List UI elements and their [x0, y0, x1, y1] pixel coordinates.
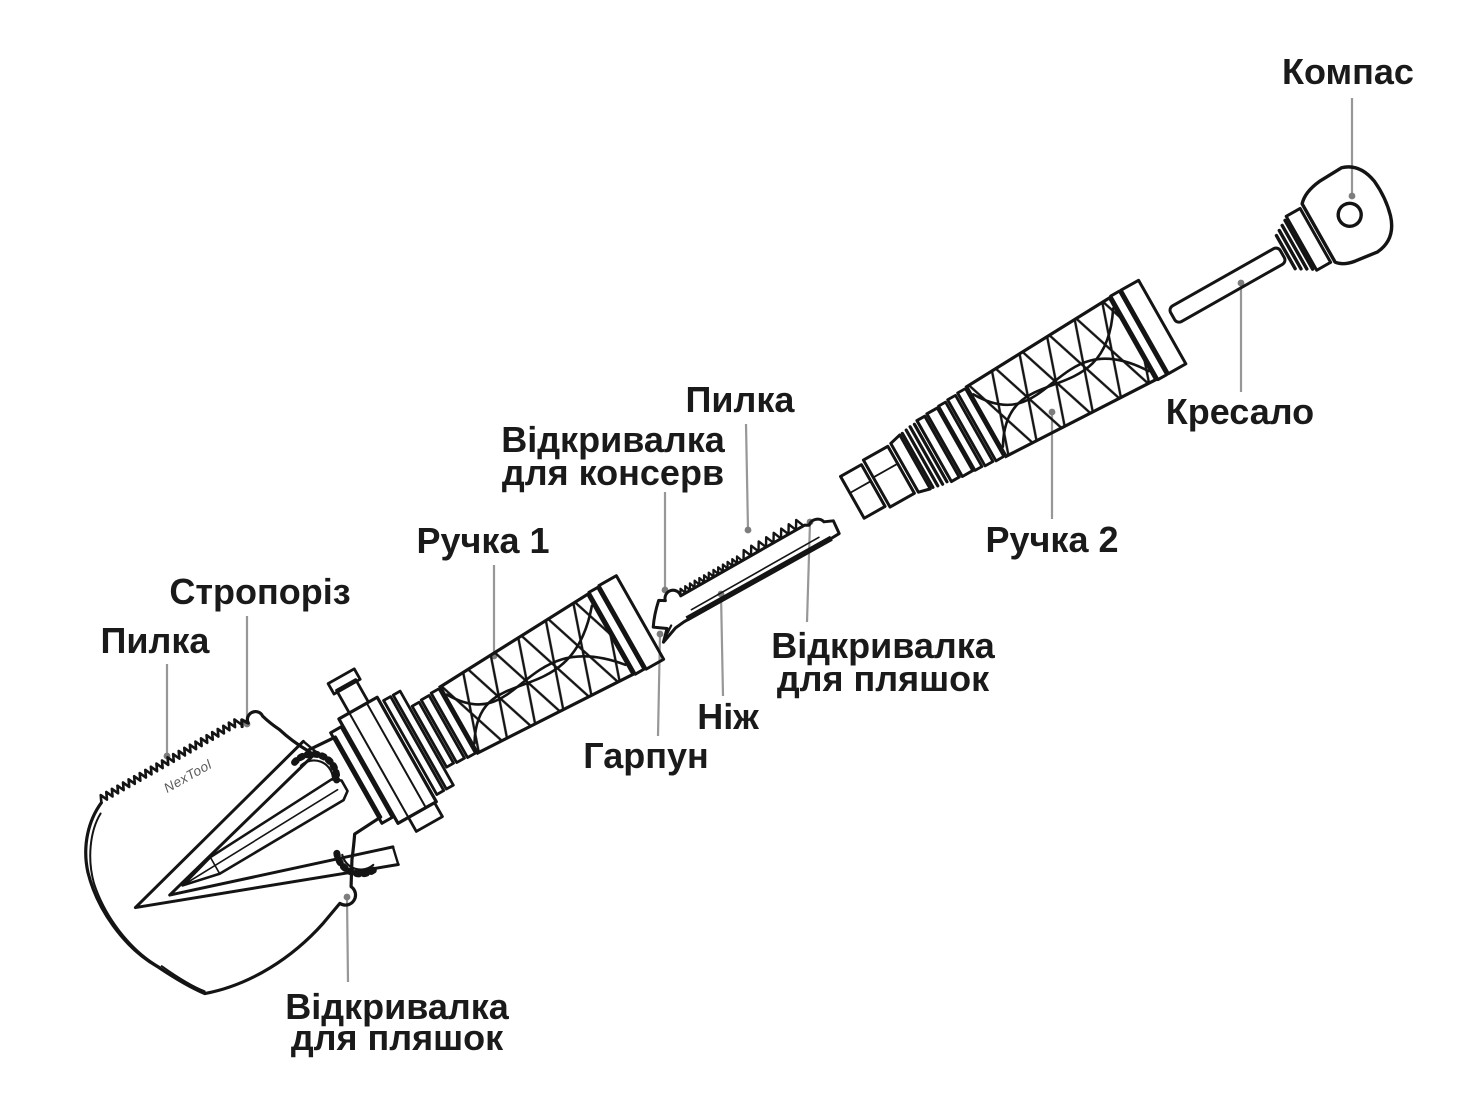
label-handle1: Ручка 1: [417, 520, 550, 561]
handle1-end-ring-2: [597, 574, 666, 671]
handle2-ring-3: [956, 387, 1006, 463]
folding-lock-mechanism: [326, 667, 455, 833]
compass-hole: [1336, 201, 1363, 229]
knife-saw-coarse-teeth: [742, 518, 805, 562]
label-bottle-opener-middle-line1: Відкривалка: [771, 625, 996, 666]
label-knife: Ніж: [697, 696, 759, 737]
label-strap-cutter: Стропоріз: [169, 571, 350, 612]
threaded-coupling: [889, 406, 975, 494]
handle-2: [937, 278, 1188, 472]
leader-saw-middle: [744, 423, 752, 534]
blade-rim-line-2: [160, 965, 206, 993]
arrow-cutout-inner: [168, 750, 395, 897]
handle1-ring-1: [410, 700, 455, 769]
knife-saw-fine-teeth: [679, 555, 743, 597]
knife-outline: [651, 517, 841, 644]
leader-compass: [1348, 98, 1356, 200]
cap-head: [1300, 165, 1394, 266]
label-can-opener-line1: Відкривалка: [501, 419, 726, 460]
hex-adapter-block-2: [861, 444, 916, 509]
lock-bolt: [335, 678, 370, 715]
ferro-rod: [1168, 246, 1287, 324]
label-harpoon: Гарпун: [583, 735, 708, 776]
label-saw-left: Пилка: [101, 620, 211, 661]
hex-adapter-block-1: [839, 463, 887, 520]
handle2-cord-curve-1: [1001, 307, 1115, 448]
label-fire-striker: Кресало: [1166, 391, 1314, 432]
knife-bevel-line: [690, 536, 820, 611]
arrow-cutout-outer: [133, 739, 400, 910]
coupling-ring-2: [925, 406, 975, 478]
tool-drawing: NexTool: [84, 165, 1394, 996]
hex-adapter-line-2: [872, 462, 899, 479]
hex-adapter-line-1: [848, 480, 872, 494]
shovel-head: NexTool: [84, 710, 400, 996]
cap-collar-rings: [1274, 218, 1315, 271]
lock-block: [337, 695, 438, 825]
label-bottle-opener-middle-line2: для пляшок: [777, 658, 990, 699]
arrow-barb-ties: [302, 740, 400, 866]
cap-collar-block: [1284, 206, 1333, 272]
coupling-ring-1: [915, 414, 961, 484]
arrow-cutout: [133, 739, 400, 910]
grip-cutout-upper: [291, 750, 341, 784]
lock-plate: [329, 725, 394, 825]
handle1-cord-curve-1: [473, 604, 594, 745]
handle2-cord-curve-2: [972, 357, 1150, 407]
handle1-end-ring-1: [587, 585, 646, 676]
handle1-ring-3: [429, 687, 477, 759]
label-saw-middle: Пилка: [686, 379, 796, 420]
compass-cap: [1274, 165, 1394, 272]
grip-cutout-lower: [333, 849, 381, 878]
leader-handle1: [490, 565, 498, 660]
coupling-threads: [900, 422, 949, 489]
labels: Компас Кресало Ручка 2 Пилка Відкривалка…: [101, 51, 1414, 1058]
blade-rim-line: [89, 812, 161, 969]
handle2-end-ring-2: [1119, 278, 1188, 376]
lock-tab: [407, 801, 444, 833]
leader-lines: [163, 98, 1356, 983]
leader-fire-striker: [1237, 279, 1245, 392]
lock-block-lines: [348, 702, 427, 819]
harpoon-barb-line: [663, 624, 673, 640]
knife-assembly: [651, 517, 841, 644]
handle1-cord-curve-2: [445, 655, 627, 706]
handle2-end-ring-1: [1109, 289, 1169, 382]
center-spike: [181, 777, 349, 887]
shovel-blade-outline: [84, 710, 383, 996]
knife-cutting-edge: [685, 535, 833, 622]
label-can-opener-line2: для консерв: [502, 452, 724, 493]
center-spike-facets: [181, 788, 339, 887]
handle2-ring-1: [937, 400, 984, 472]
leader-bottle-opener-middle: [805, 518, 814, 623]
label-bottle-opener-bottom-line1: Відкривалка: [285, 986, 510, 1027]
leader-strap-cutter: [243, 616, 251, 728]
label-compass: Компас: [1282, 51, 1414, 92]
handle-1: [410, 574, 666, 769]
handle2-ring-2: [946, 393, 995, 468]
lock-ring-1: [382, 695, 446, 796]
lock-bolt-cap: [326, 667, 362, 696]
handle1-ring-2: [419, 694, 466, 764]
hex-adapter: [839, 444, 916, 520]
leader-bottle-opener-bottom: [343, 893, 351, 983]
leader-knife: [717, 590, 725, 697]
leader-saw-left: [163, 664, 171, 760]
coupling-cone: [889, 433, 932, 494]
label-handle2: Ручка 2: [986, 519, 1119, 560]
saw-edge-left: [99, 718, 242, 805]
leader-can-opener: [661, 492, 669, 594]
label-bottle-opener-bottom-line2: для пляшок: [291, 1017, 504, 1058]
lock-ring-2: [391, 689, 455, 791]
